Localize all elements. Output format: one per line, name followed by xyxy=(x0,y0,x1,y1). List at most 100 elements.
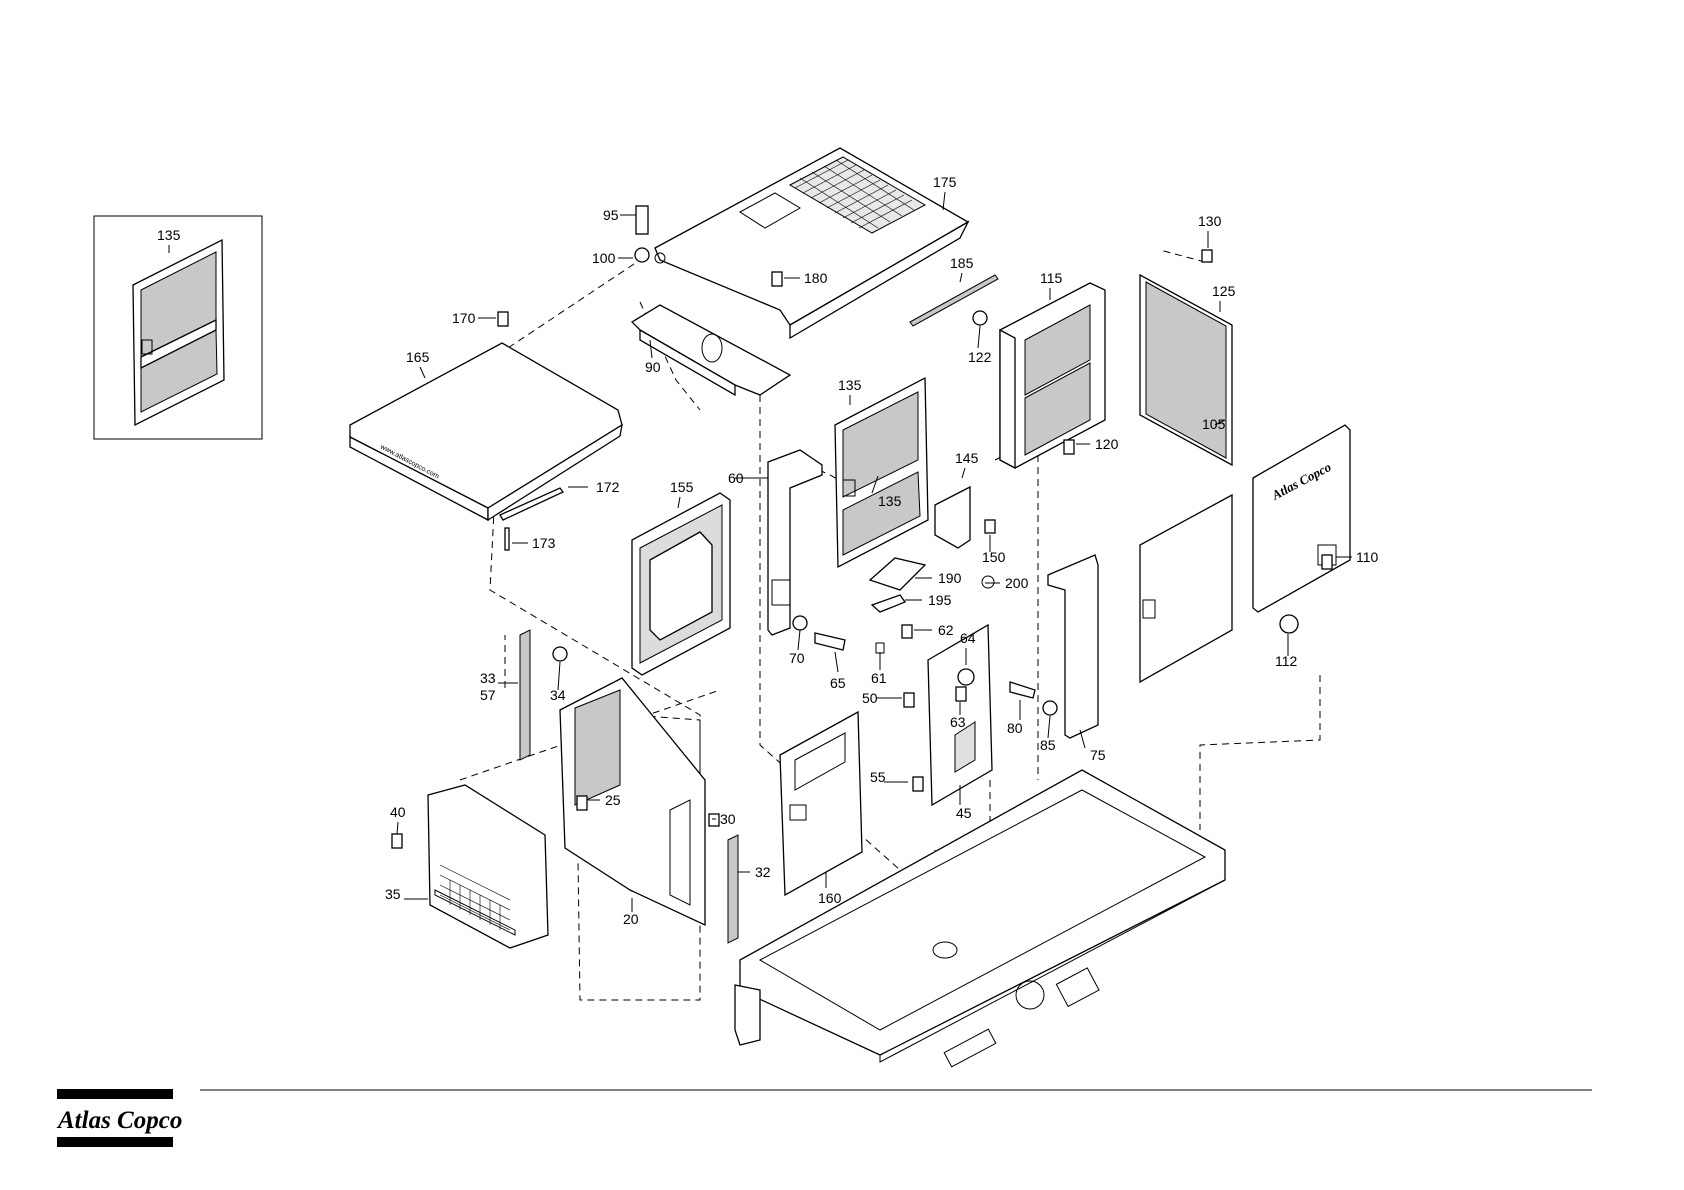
callout-leader xyxy=(1048,716,1050,738)
callout-33: 33 xyxy=(480,670,496,686)
callout-150: 150 xyxy=(982,549,1006,565)
inset-box: 135 xyxy=(94,216,262,439)
callout-65: 65 xyxy=(830,675,846,691)
bolt-30 xyxy=(709,814,719,826)
washer-70 xyxy=(793,616,807,630)
callout-35: 35 xyxy=(385,886,401,902)
cap-112 xyxy=(1280,615,1298,633)
callout-20: 20 xyxy=(623,911,639,927)
bolt-120 xyxy=(1064,440,1074,454)
side-panel-part-105: Atlas Copco xyxy=(1253,425,1350,612)
callout-leader xyxy=(397,822,398,834)
door-part-160 xyxy=(780,712,862,895)
screw-50 xyxy=(904,693,914,707)
callout-145: 145 xyxy=(955,450,979,466)
door-part-135 xyxy=(835,378,928,567)
callout-155: 155 xyxy=(670,479,694,495)
callout-leader xyxy=(798,630,800,650)
logo-text: Atlas Copco xyxy=(56,1107,182,1134)
hood-part-155 xyxy=(632,493,730,675)
top-cover-part-165: www.atlascopco.com xyxy=(350,343,622,520)
panel-part-125 xyxy=(1140,275,1232,465)
callout-61: 61 xyxy=(871,670,887,686)
callout-55: 55 xyxy=(870,769,886,785)
callout-25: 25 xyxy=(605,792,621,808)
callout-180: 180 xyxy=(804,270,828,286)
callout-62: 62 xyxy=(938,622,954,638)
callout-leader xyxy=(978,326,980,348)
callout-120: 120 xyxy=(1095,436,1119,452)
door-panel xyxy=(1140,495,1232,682)
callout-60: 60 xyxy=(728,470,744,486)
callout-115: 115 xyxy=(1040,270,1063,286)
strip-part-32 xyxy=(728,835,738,943)
callout-30: 30 xyxy=(720,811,736,827)
callout-110: 110 xyxy=(1356,549,1379,565)
bolt-25 xyxy=(577,796,587,810)
clip-61 xyxy=(876,643,884,653)
callout-185: 185 xyxy=(950,255,974,271)
bracket-part-90 xyxy=(632,305,790,395)
callout-34: 34 xyxy=(550,687,566,703)
inset-label: 135 xyxy=(157,227,181,243)
frame-part-115 xyxy=(1000,283,1105,468)
callout-leader xyxy=(678,497,680,508)
callout-170: 170 xyxy=(452,310,476,326)
callout-112: 112 xyxy=(1275,653,1298,669)
bolt-170 xyxy=(498,312,508,326)
bracket-part-145 xyxy=(935,487,970,548)
callout-32: 32 xyxy=(755,864,771,880)
callout-130: 130 xyxy=(1198,213,1222,229)
screw-63 xyxy=(956,687,966,701)
atlas-copco-logo: Atlas Copco xyxy=(56,1089,182,1147)
callout-125: 125 xyxy=(1212,283,1236,299)
bolt-65 xyxy=(815,633,845,650)
nut-122 xyxy=(973,311,987,325)
bolt-40 xyxy=(392,834,402,848)
callout-135: 135 xyxy=(878,493,902,509)
callout-70: 70 xyxy=(789,650,805,666)
callout-leader xyxy=(558,662,560,690)
callout-80: 80 xyxy=(1007,720,1023,736)
key-part-195 xyxy=(872,595,905,612)
callout-200: 200 xyxy=(1005,575,1029,591)
callout-50: 50 xyxy=(862,690,878,706)
roof-part-175 xyxy=(655,148,968,338)
callout-173: 173 xyxy=(532,535,556,551)
washer-85 xyxy=(1043,701,1057,715)
bolt-80 xyxy=(1010,682,1035,698)
bolt-130 xyxy=(1202,250,1212,262)
callout-100: 100 xyxy=(592,250,616,266)
callout-105: 105 xyxy=(1202,416,1226,432)
callout-63: 63 xyxy=(950,714,966,730)
callout-195: 195 xyxy=(928,592,952,608)
bolt-95 xyxy=(636,206,648,234)
pin-173 xyxy=(505,528,509,550)
callout-40: 40 xyxy=(390,804,406,820)
screw-62 xyxy=(902,625,912,638)
washer-100 xyxy=(635,248,649,262)
callout-175: 175 xyxy=(933,174,957,190)
cap-64 xyxy=(958,669,974,685)
callout-90: 90 xyxy=(645,359,661,375)
bolt-150 xyxy=(985,520,995,533)
cover-part-190 xyxy=(870,558,925,590)
nut-34 xyxy=(553,647,567,661)
callout-190: 190 xyxy=(938,570,962,586)
callout-57: 57 xyxy=(480,687,496,703)
screw-55 xyxy=(913,777,923,791)
clip-200 xyxy=(982,576,994,588)
callout-172: 172 xyxy=(596,479,620,495)
strip-part-33 xyxy=(520,630,530,760)
callout-64: 64 xyxy=(960,630,976,646)
grille-unit-part-35 xyxy=(428,785,548,948)
callout-leader xyxy=(960,273,962,282)
bolt-180 xyxy=(772,272,782,286)
callout-leader xyxy=(835,652,838,672)
callout-85: 85 xyxy=(1040,737,1056,753)
callout-122: 122 xyxy=(968,349,992,365)
callout-leader xyxy=(420,367,425,378)
bolt-110 xyxy=(1322,555,1332,569)
callout-leader xyxy=(962,468,965,478)
